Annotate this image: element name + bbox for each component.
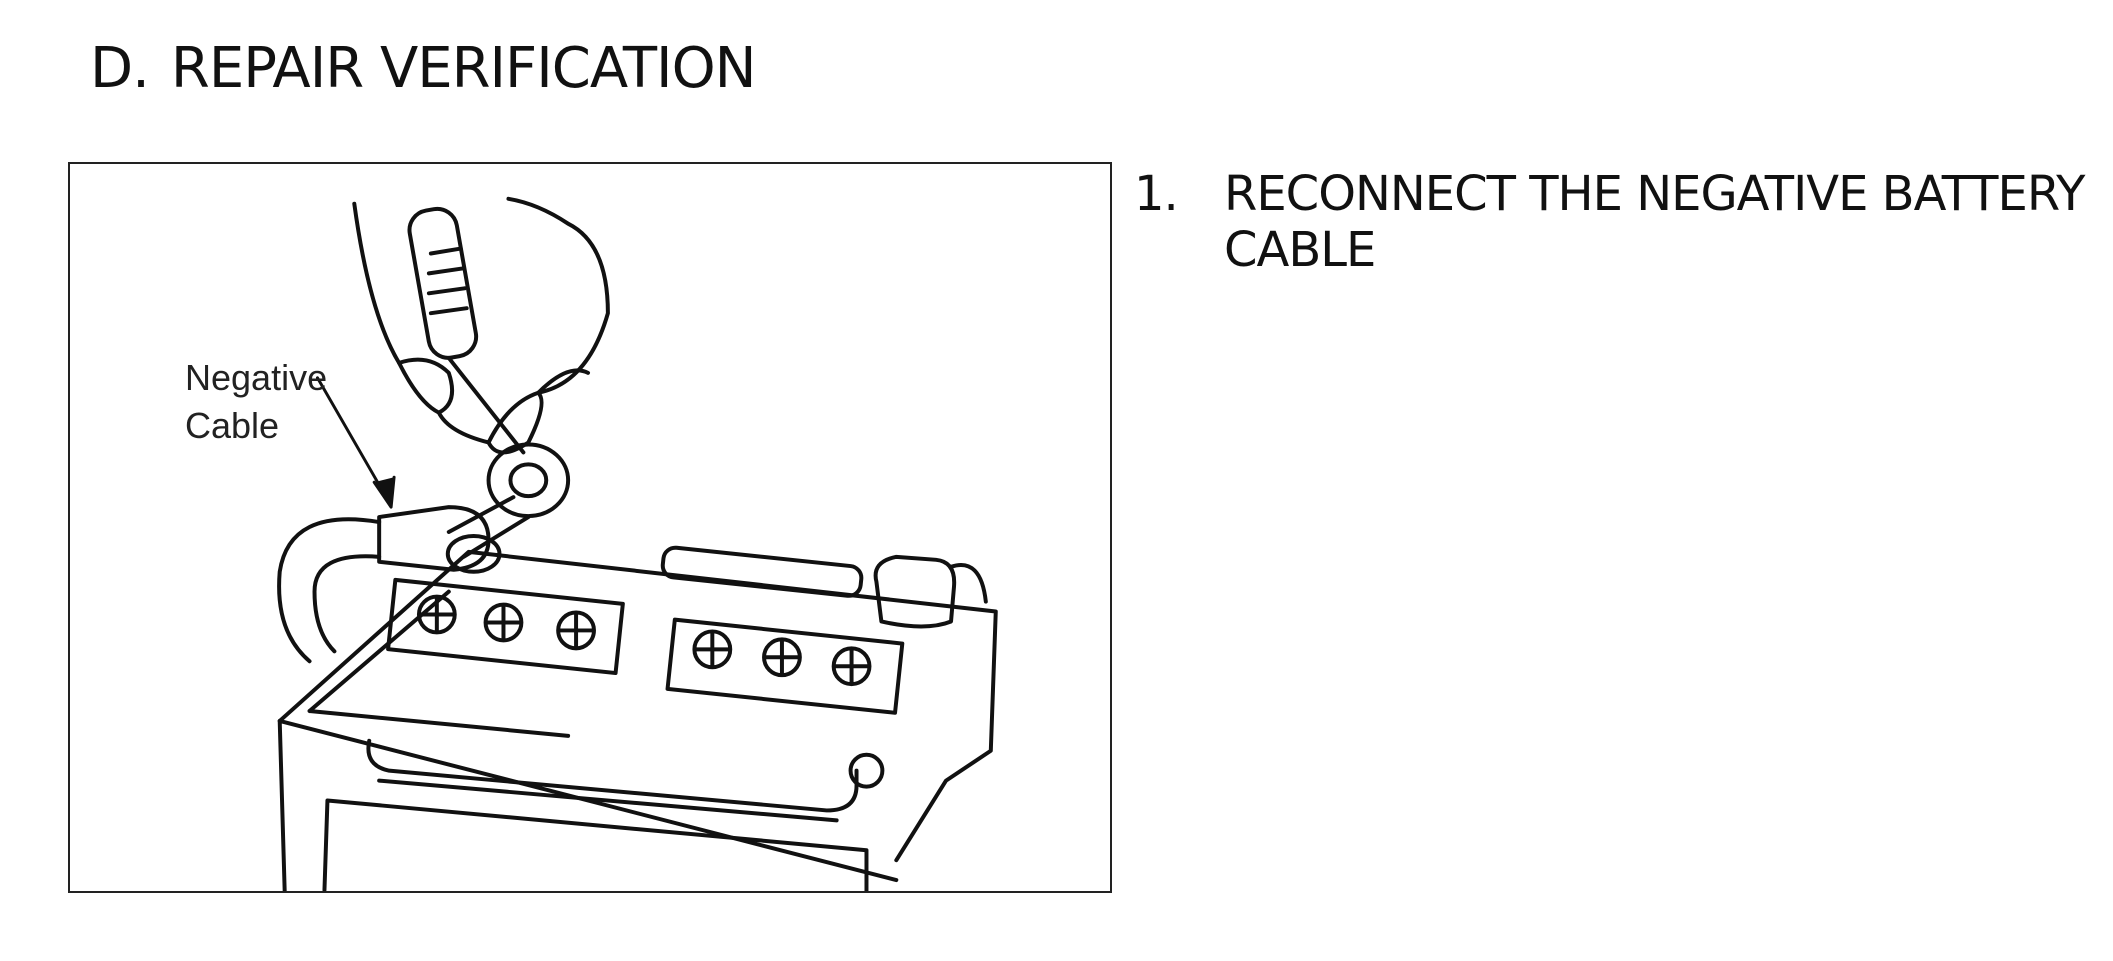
- step-number: 1.: [1134, 166, 1179, 222]
- screwdriver-grip: [426, 246, 469, 316]
- battery-drawing: [277, 196, 998, 891]
- negative-cable-inner: [312, 554, 382, 654]
- callout-line1: Negative: [185, 357, 328, 398]
- callout-arrow: [316, 376, 391, 504]
- post-small: [848, 752, 885, 789]
- vent-bar-left: [386, 577, 625, 676]
- vent-caps-right: [692, 629, 872, 687]
- hand: [352, 196, 610, 445]
- hand-knuckle: [536, 368, 590, 395]
- callout-label: Negative Cable: [185, 354, 327, 450]
- vent-bar-right: [665, 617, 905, 715]
- wrench-head-inner: [508, 462, 549, 499]
- negative-cable: [277, 517, 382, 664]
- screwdriver-handle: [407, 206, 479, 360]
- step-item: 1. RECONNECT THE NEGATIVE BATTERY CABLE: [1134, 166, 2094, 278]
- wrench-head: [486, 442, 571, 519]
- positive-cable: [949, 563, 988, 604]
- battery-illustration: Negative Cable: [68, 162, 1112, 893]
- wrench-shaft: [446, 495, 531, 559]
- positive-terminal-cover: [873, 554, 957, 629]
- battery-handle-line: [377, 778, 839, 823]
- callout-arrowhead: [372, 475, 396, 509]
- negative-clamp: [377, 505, 491, 572]
- indicator-strip: [660, 545, 864, 598]
- section-title: D. REPAIR VERIFICATION: [90, 36, 757, 101]
- negative-post: [445, 533, 502, 574]
- battery-front-lower: [322, 798, 869, 891]
- vent-caps-left: [416, 594, 596, 651]
- hand-thumb: [486, 390, 544, 455]
- section-title-text: REPAIR VERIFICATION: [170, 36, 757, 101]
- callout-line2: Cable: [185, 405, 280, 446]
- screwdriver-shaft: [446, 355, 526, 455]
- battery-top-inner: [307, 589, 571, 738]
- hand-finger: [397, 357, 455, 415]
- battery-top: [277, 549, 998, 863]
- step-text: RECONNECT THE NEGATIVE BATTERY CABLE: [1224, 166, 2085, 278]
- battery-handle: [366, 738, 859, 813]
- section-letter: D.: [90, 36, 150, 101]
